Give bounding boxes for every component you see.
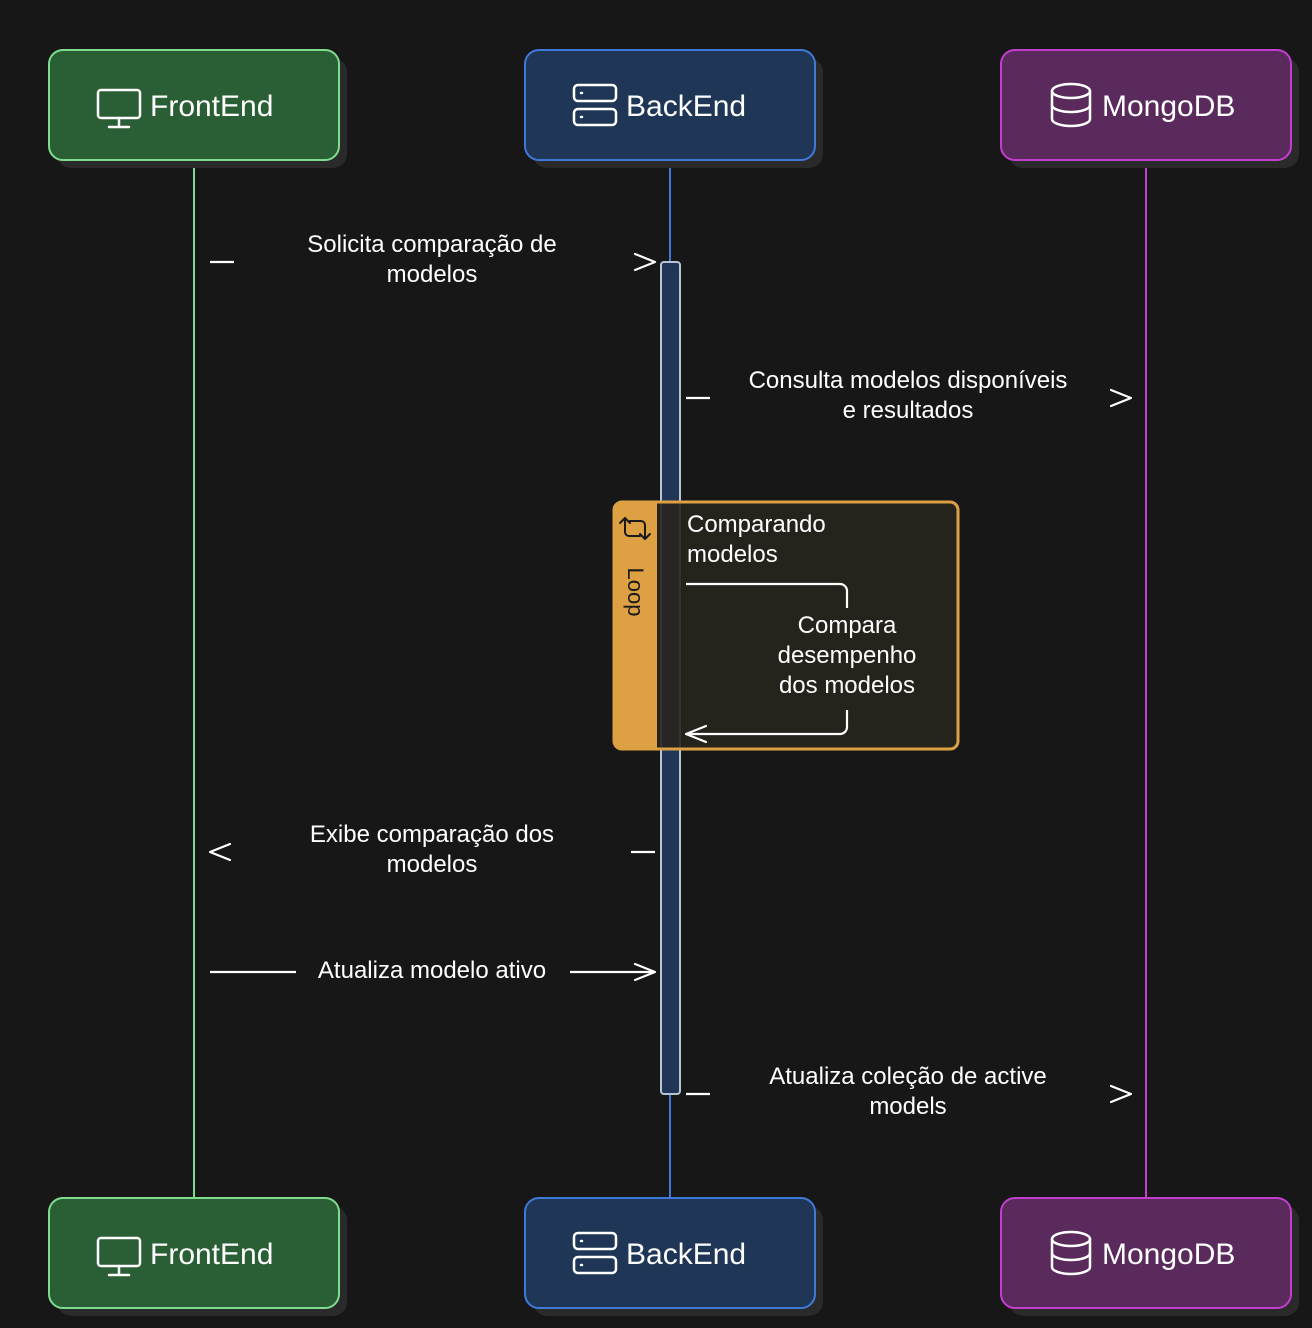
backend-label: BackEnd [626, 90, 746, 123]
msg-solicita-label-line-1: Solicita comparação de [307, 231, 556, 258]
msg-exibe-arrowhead [208, 842, 232, 862]
msg-atualiza-modelo: Atualiza modelo ativo [210, 957, 657, 984]
frontend-label: FrontEnd [150, 1238, 273, 1271]
msg-exibe: Exibe comparação dos modelos [208, 821, 655, 878]
backend-box-bottom: BackEnd [524, 1197, 823, 1316]
msg-consulta-label-line-2: e resultados [843, 397, 974, 424]
self-call-line-back [686, 710, 849, 736]
mongodb-box-rect [1000, 1197, 1292, 1309]
mongodb-label: MongoDB [1102, 1238, 1235, 1271]
loop-label-line-2: modelos [687, 541, 778, 568]
msg-exibe-label-line-1: Exibe comparação dos [310, 821, 554, 848]
msg-atualiza-colecao-arrowhead [1109, 1084, 1133, 1104]
self-call-label-line-3: dos modelos [779, 672, 915, 699]
self-call-arrowhead [684, 724, 708, 744]
monitor-icon [96, 1236, 142, 1277]
frontend-label: FrontEnd [150, 90, 273, 123]
loop-tag-label: Loop [623, 568, 648, 617]
mongodb-box-rect [1000, 49, 1292, 161]
self-call-line-out [686, 582, 849, 608]
server-icon [572, 83, 618, 127]
loop-frame: Loop Comparando modelos [612, 500, 960, 751]
database-icon [1050, 82, 1092, 128]
mongodb-box-bottom: MongoDB [1000, 1197, 1299, 1316]
loop-tag-band [614, 502, 657, 749]
msg-atualiza-modelo-label-line-1: Atualiza modelo ativo [318, 957, 546, 984]
backend-box-top: BackEnd [524, 49, 823, 168]
loop-frame-box [612, 500, 960, 751]
msg-atualiza-colecao: Atualiza coleção de active models [686, 1063, 1133, 1120]
self-call-label-line-1: Compara [798, 612, 897, 639]
msg-consulta-arrowhead [1109, 388, 1133, 408]
backend-label: BackEnd [626, 1238, 746, 1271]
msg-consulta: Consulta modelos disponíveis e resultados [686, 367, 1133, 424]
msg-solicita-label-line-2: modelos [387, 261, 478, 288]
mongodb-box-top: MongoDB [1000, 49, 1299, 168]
loop-label-line-1: Comparando [687, 511, 826, 538]
msg-solicita: Solicita comparação de modelos [210, 231, 657, 288]
monitor-icon [96, 88, 142, 129]
self-call-label-line-2: desempenho [778, 642, 917, 669]
mongodb-label: MongoDB [1102, 90, 1235, 123]
msg-solicita-arrowhead [633, 252, 657, 272]
backend-box-rect [524, 1197, 816, 1309]
msg-consulta-label-line-1: Consulta modelos disponíveis [749, 367, 1068, 394]
frontend-box-top: FrontEnd [48, 49, 347, 168]
loop-arrows-icon [619, 517, 651, 540]
backend-box-rect [524, 49, 816, 161]
msg-atualiza-colecao-label-line-2: models [869, 1093, 946, 1120]
server-icon [572, 1231, 618, 1275]
msg-exibe-label-line-2: modelos [387, 851, 478, 878]
frontend-box-rect [48, 49, 340, 161]
frontend-box-rect [48, 1197, 340, 1309]
msg-atualiza-colecao-label-line-1: Atualiza coleção de active [769, 1063, 1047, 1090]
frontend-box-bottom: FrontEnd [48, 1197, 347, 1316]
msg-atualiza-modelo-arrowhead [633, 962, 657, 982]
msg-compara: Compara desempenho dos modelos [684, 582, 917, 744]
database-icon [1050, 1230, 1092, 1276]
